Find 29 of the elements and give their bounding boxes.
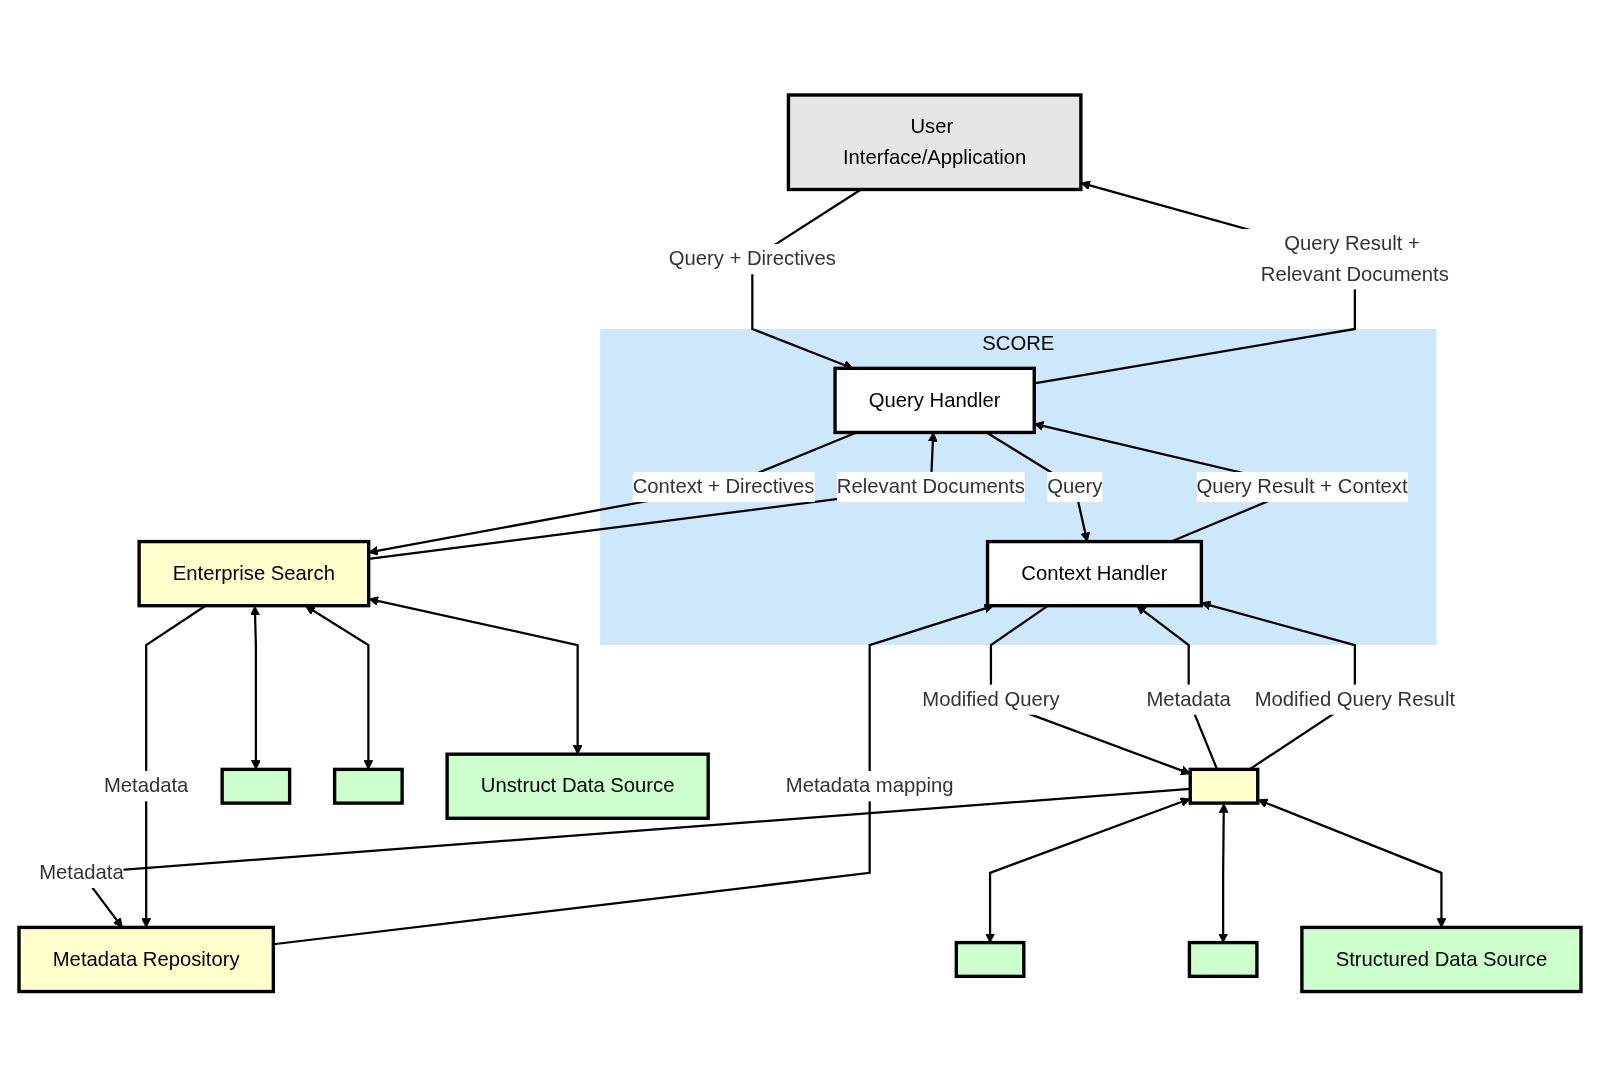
node-box: Structured Data Source <box>1300 925 1583 993</box>
edge-label: Metadata <box>103 774 189 797</box>
edge-label: Metadata <box>1146 687 1231 711</box>
node-box <box>954 940 1026 978</box>
edge-label: Query Result + Context <box>1196 474 1408 498</box>
edge-label: Metadata <box>39 860 124 884</box>
node-box: Query Handler <box>833 366 1036 434</box>
node-box: Context Handler <box>985 539 1204 608</box>
arrow <box>1218 802 1229 943</box>
edge-label: Query + Directives <box>668 247 836 270</box>
arrow <box>305 605 374 770</box>
arrow <box>1257 798 1447 928</box>
node-box <box>1188 767 1260 805</box>
node-box <box>332 767 404 805</box>
arrow <box>250 605 261 770</box>
edge-label: Context + Directives <box>632 474 815 498</box>
node-box: Unstruct Data Source <box>445 752 710 820</box>
node-box <box>1187 940 1259 978</box>
edge-label: Modified Query Result <box>1254 687 1456 711</box>
node-box: User Interface/Application <box>786 93 1083 191</box>
edge-label: Metadata mapping <box>785 774 954 797</box>
edge-label: Modified Query <box>922 687 1060 711</box>
edge-label: Query Result + Relevant Documents <box>1260 231 1449 285</box>
node-box: Metadata Repository <box>17 925 276 993</box>
edge-label: Relevant Documents <box>836 474 1025 498</box>
node-box <box>220 767 292 805</box>
arrow <box>985 797 1191 943</box>
edge-label: Query <box>1047 474 1103 498</box>
node-box: Enterprise Search <box>137 539 371 608</box>
